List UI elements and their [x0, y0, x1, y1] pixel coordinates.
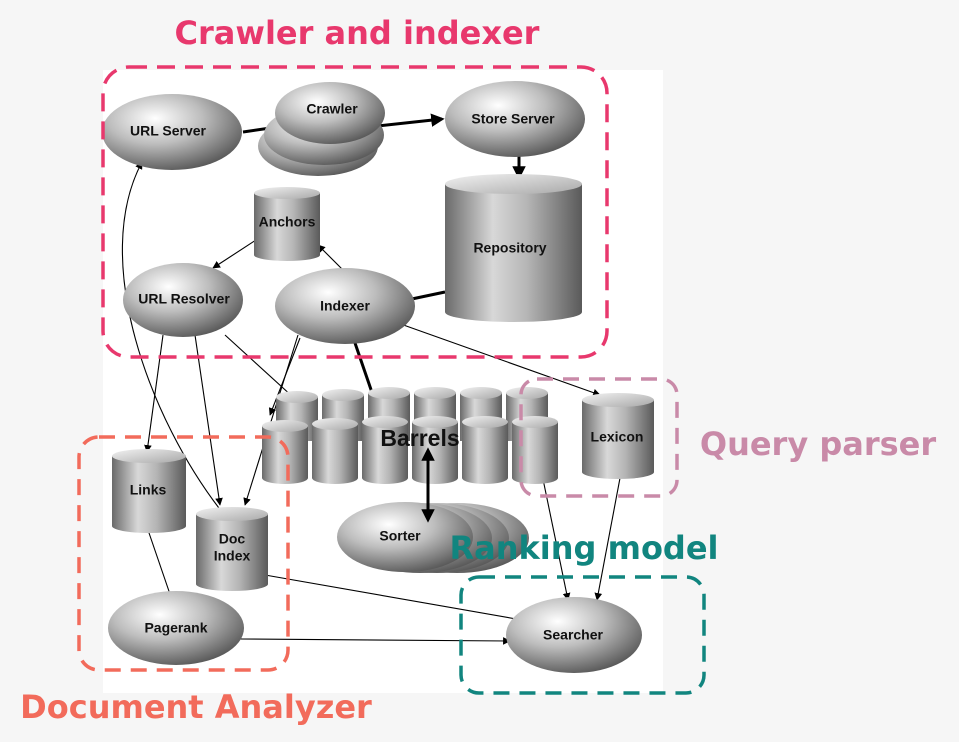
crawler-label: Crawler: [306, 101, 358, 117]
sorter-label: Sorter: [379, 528, 421, 544]
lexicon-node: Lexicon: [582, 393, 654, 479]
edge-pagerank-searcher: [239, 637, 511, 645]
barrels-label: Barrels: [380, 425, 459, 451]
url-resolver-label: URL Resolver: [138, 291, 230, 307]
barrels-node: Barrels: [262, 387, 558, 484]
links-label: Links: [130, 482, 167, 498]
crawler-node: Crawler: [258, 82, 385, 176]
store-server-label: Store Server: [471, 111, 555, 127]
ranking-model-title: Ranking model: [450, 529, 719, 567]
edge-docindex-urlserver: [121, 161, 223, 513]
lexicon-label: Lexicon: [591, 429, 644, 445]
links-node: Links: [112, 449, 186, 533]
doc-index-label-line1: Doc: [219, 531, 246, 547]
url-server-node: URL Server: [102, 94, 242, 170]
indexer-label: Indexer: [320, 298, 370, 314]
edge-links-pagerank: [147, 529, 174, 601]
edge-lexicon-searcher: [594, 477, 621, 601]
diagram-background: [103, 70, 663, 693]
searcher-node: Searcher: [506, 597, 642, 673]
pagerank-node: Pagerank: [108, 591, 244, 665]
anchors-node: Anchors: [254, 187, 320, 261]
store-server-node: Store Server: [445, 81, 585, 157]
query-parser-title: Query parser: [700, 425, 937, 463]
url-server-label: URL Server: [130, 123, 207, 139]
pagerank-label: Pagerank: [144, 620, 207, 636]
document-analyzer-title: Document Analyzer: [20, 688, 372, 726]
edge-urlresolver-links: [144, 334, 164, 453]
edge-indexer-docindex: [243, 334, 299, 506]
document-analyzer-box: [77, 435, 290, 672]
edge-urlresolver-docindex: [194, 334, 223, 506]
anchors-label: Anchors: [259, 214, 316, 230]
url-resolver-node: URL Resolver: [123, 263, 243, 337]
crawler-and-indexer-box: [101, 65, 609, 359]
edge-indexer-anchors: [317, 244, 344, 271]
crawler-and-indexer-title: Crawler and indexer: [175, 14, 540, 52]
searcher-label: Searcher: [543, 627, 603, 643]
sorter-node: Sorter: [337, 502, 529, 573]
ranking-model-box: [459, 575, 706, 695]
repository-node: Repository: [445, 174, 582, 322]
doc-index-node: Doc Index: [196, 507, 268, 591]
doc-index-label-line2: Index: [214, 548, 251, 564]
edge-docindex-searcher: [264, 574, 523, 623]
query-parser-box: [519, 377, 679, 498]
repository-label: Repository: [473, 240, 546, 256]
indexer-node: Indexer: [275, 268, 415, 344]
edge-anchors-urlresolver: [212, 239, 257, 269]
